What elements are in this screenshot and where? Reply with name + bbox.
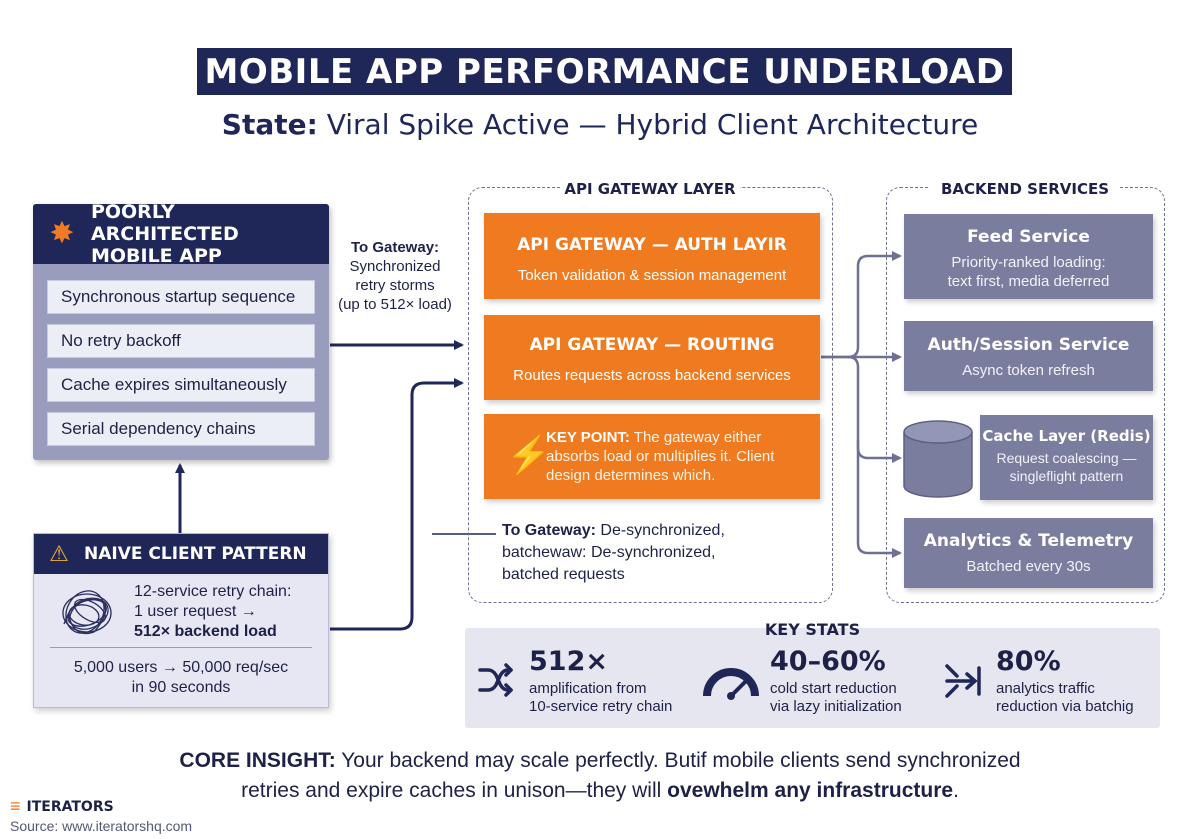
- tangle-icon: [62, 590, 112, 635]
- arrow-gateway-to-analytics: [856, 440, 902, 558]
- app-title-line2: MOBILE APP: [90, 245, 222, 267]
- analytics-service-desc: Batched every 30s: [966, 558, 1091, 575]
- gateway-auth-desc: Token validation & session management: [517, 267, 787, 284]
- arrow-label-desync-line2: batchewaw: De-synchronized,: [502, 544, 716, 561]
- stat-desc-line1: cold start reduction: [770, 680, 897, 697]
- feed-service-desc-line2: text first, media deferred: [947, 273, 1110, 290]
- naive-footer-line2: in 90 seconds: [131, 679, 231, 696]
- analytics-service-box: Analytics & Telemetry Batched every 30s: [904, 518, 1153, 588]
- gauge-icon: [703, 668, 759, 700]
- stat-desc-line2: reduction via batchig: [996, 698, 1134, 715]
- gateway-routing-title: API GATEWAY — ROUTING: [529, 335, 775, 355]
- gateway-auth-title: API GATEWAY — AUTH LAYIR: [517, 235, 787, 255]
- issue-item: Cache expires simultaneously: [47, 368, 315, 402]
- arrow-label-sync-line3: (up to 512× load): [338, 296, 452, 313]
- merge-arrows-icon: [945, 664, 981, 698]
- insight-emphasis: ovewhelm any infrastructure: [667, 779, 954, 802]
- key-point-label: KEY POINT:: [546, 429, 630, 446]
- stat-desc-line2: via lazy initialization: [770, 698, 902, 715]
- core-insight: CORE INSIGHT: Your backend may scale per…: [80, 746, 1120, 806]
- naive-panel: ⚠ NAIVE CLIENT PATTERN 12-service retry …: [33, 533, 329, 708]
- gateway-layer-title: API GATEWAY LAYER: [560, 180, 740, 198]
- insight-text1: Your backend may scale perfectly. Butif …: [335, 749, 1021, 772]
- arrow-label-desync: To Gateway: De-synchronized, batchewaw: …: [502, 520, 802, 586]
- divider: [50, 647, 312, 648]
- arrow-label-desync-title: To Gateway:: [502, 522, 596, 539]
- gateway-routing-box: API GATEWAY — ROUTING Routes requests ac…: [484, 315, 820, 400]
- arrow-label-sync-line1: Synchronized: [349, 258, 441, 275]
- app-panel-header: ✸ POORLY ARCHITECTED MOBILE APP: [33, 201, 329, 267]
- brand-name: ITERATORS: [26, 798, 114, 815]
- key-point-box: ⚡ KEY POINT: The gateway either absorbs …: [484, 414, 820, 499]
- arrow-label-sync: To Gateway: Synchronized retry storms (u…: [330, 238, 460, 314]
- auth-service-box: Auth/Session Service Async token refresh: [904, 321, 1153, 391]
- gateway-auth-box: API GATEWAY — AUTH LAYIR Token validatio…: [484, 213, 820, 299]
- feed-service-box: Feed Service Priority-ranked loading: te…: [904, 214, 1153, 299]
- subtitle-label: State:: [221, 108, 318, 141]
- app-panel: ✸ POORLY ARCHITECTED MOBILE APP Synchron…: [33, 201, 329, 460]
- database-icon: [903, 420, 973, 498]
- analytics-service-title: Analytics & Telemetry: [923, 531, 1134, 551]
- arrow-label-sync-title: To Gateway:: [350, 239, 440, 256]
- feed-service-title: Feed Service: [967, 227, 1090, 247]
- auth-service-title: Auth/Session Service: [927, 335, 1130, 355]
- backend-layer-title: BACKEND SERVICES: [930, 180, 1120, 198]
- naive-line2: 1 user request →: [134, 603, 257, 620]
- subtitle: State: Viral Spike Active — Hybrid Clien…: [0, 108, 1200, 141]
- insight-label: CORE INSIGHT:: [179, 749, 336, 772]
- key-point-text: The gateway either absorbs load or multi…: [546, 429, 775, 484]
- stat-value: 512×: [529, 646, 608, 677]
- cache-service-desc-line1: Request coalescing —: [996, 450, 1137, 466]
- naive-footer-line1: 5,000 users → 50,000 req/sec: [73, 659, 289, 676]
- stat-desc-line1: analytics traffic: [996, 680, 1095, 697]
- arrow-label-desync-line1: De-synchronized,: [595, 522, 725, 539]
- cache-service-desc-line2: singleflight pattern: [1009, 468, 1124, 484]
- key-stats-panel: KEY STATS 512× amplification from 10-ser…: [465, 620, 1160, 728]
- gateway-routing-desc: Routes requests across backend services: [513, 367, 791, 384]
- insight-end: .: [953, 779, 959, 802]
- iterators-logo-icon: ≡: [10, 796, 21, 816]
- subtitle-text: Viral Spike Active — Hybrid Client Archi…: [317, 108, 979, 141]
- burst-icon: ✸: [49, 217, 75, 250]
- source-credit: Source: www.iteratorshq.com: [10, 818, 193, 834]
- stat-value: 40–60%: [770, 646, 886, 677]
- stat-desc-line2: 10-service retry chain: [529, 698, 673, 715]
- stat-value: 80%: [996, 646, 1061, 677]
- lightning-icon: ⚡: [506, 434, 551, 475]
- key-stats-title: KEY STATS: [764, 620, 861, 639]
- arrow-naive-to-gateway: [330, 378, 464, 631]
- stat-desc-line1: amplification from: [529, 680, 647, 697]
- page-title: MOBILE APP PERFORMANCE UNDERLOAD: [204, 51, 1005, 92]
- auth-service-desc: Async token refresh: [962, 362, 1095, 379]
- issue-item: Serial dependency chains: [47, 412, 315, 446]
- naive-title: NAIVE CLIENT PATTERN: [84, 544, 307, 564]
- app-title-line1: POORLY ARCHITECTED: [90, 201, 239, 245]
- naive-line1: 12-service retry chain:: [134, 583, 292, 600]
- issue-item: Synchronous startup sequence: [47, 280, 315, 314]
- brand-logo: ≡ ITERATORS: [10, 796, 114, 817]
- feed-service-desc-line1: Priority-ranked loading:: [951, 254, 1106, 271]
- insight-text2: retries and expire caches in unison—they…: [241, 779, 668, 802]
- arrow-label-desync-line3: batched requests: [502, 566, 625, 583]
- arrow-label-sync-line2: retry storms: [355, 277, 435, 294]
- cache-service-title: Cache Layer (Redis): [982, 427, 1151, 445]
- title-bar: MOBILE APP PERFORMANCE UNDERLOAD: [197, 48, 1012, 95]
- shuffle-icon: [478, 663, 513, 697]
- cache-service-box: Cache Layer (Redis) Request coalescing —…: [980, 415, 1153, 500]
- naive-line3: 512× backend load: [134, 623, 277, 640]
- naive-panel-header: ⚠ NAIVE CLIENT PATTERN: [34, 534, 328, 574]
- issue-item: No retry backoff: [47, 324, 315, 358]
- warning-icon: ⚠: [49, 541, 69, 566]
